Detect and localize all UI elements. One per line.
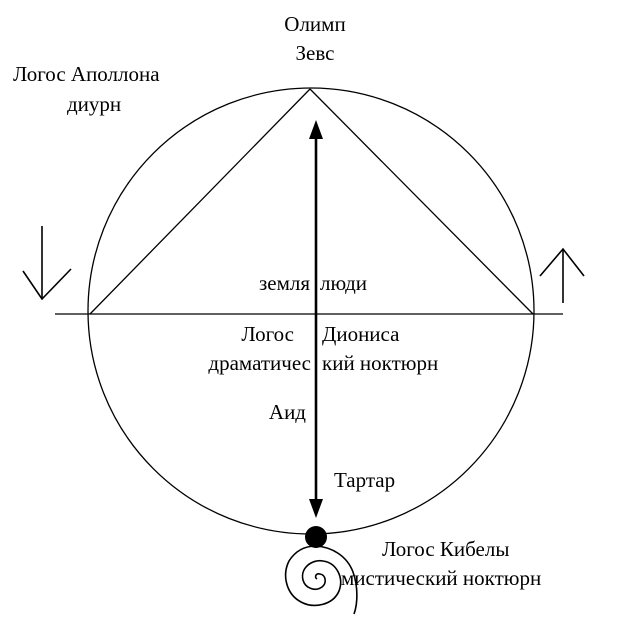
logos-label: Логос — [241, 322, 294, 346]
cybele-logos-label: Логос Кибелы — [382, 537, 509, 561]
nocturne-label: кий ноктюрн — [322, 351, 438, 375]
earth-label: земля — [259, 271, 310, 295]
triangle-left-side — [89, 88, 311, 315]
olymp-label: Олимп — [284, 12, 345, 36]
arrow-up-icon — [539, 247, 585, 303]
arrow-down-icon — [22, 226, 72, 301]
cosmos-circle — [87, 87, 535, 535]
hades-label: Аид — [269, 400, 306, 424]
people-label: люди — [320, 271, 367, 295]
dionysus-label: Диониса — [322, 322, 400, 346]
dramatic-label: драматичес — [208, 351, 311, 375]
zeus-label: Зевс — [296, 41, 335, 65]
mystic-nocturne-label: мистический ноктюрн — [341, 566, 541, 590]
axis-arrowhead-down — [309, 499, 323, 518]
axis-arrowhead-up — [309, 120, 323, 139]
apollo-logos-label: Логос Аполлона — [13, 62, 160, 86]
triangle-right-side — [309, 88, 534, 315]
tartarus-label: Тартар — [334, 468, 395, 492]
apollo-diurn-label: диурн — [67, 92, 121, 116]
spiral-icon — [284, 545, 358, 615]
cybele-point — [305, 526, 327, 548]
